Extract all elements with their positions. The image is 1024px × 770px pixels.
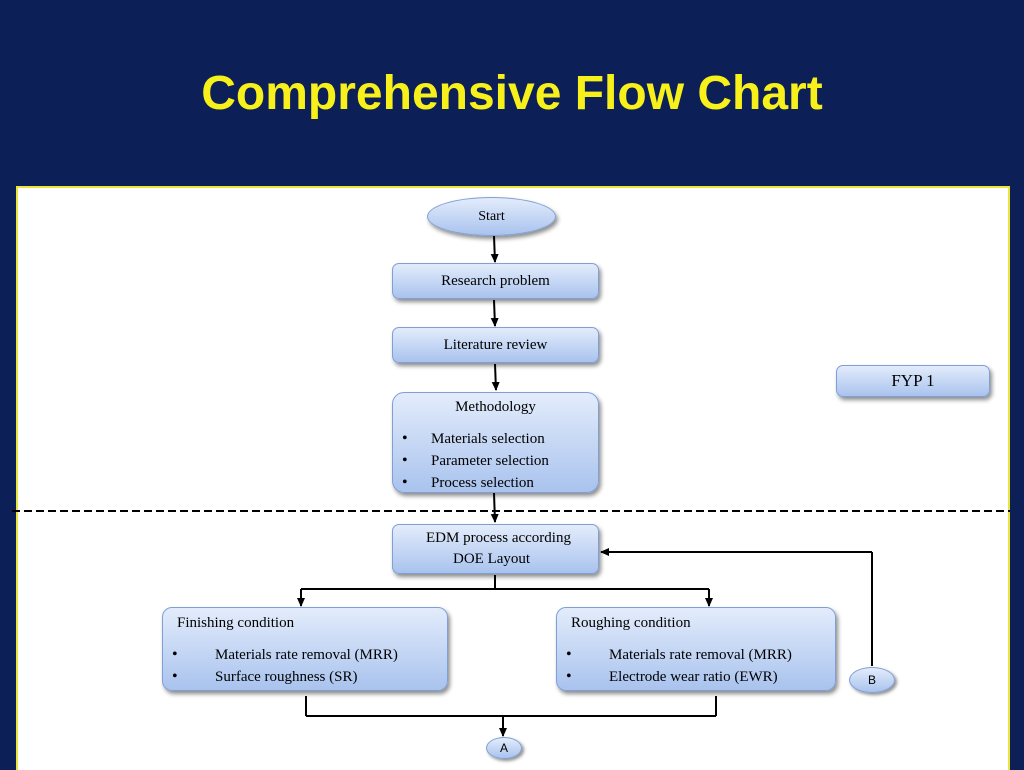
list-item: Process selection — [393, 472, 598, 494]
methodology-list: Materials selection Parameter selection … — [393, 428, 598, 494]
list-item: Materials rate removal (MRR) — [163, 644, 447, 666]
list-item: Materials rate removal (MRR) — [557, 644, 835, 666]
finishing-heading: Finishing condition — [177, 615, 295, 631]
connector-a: A — [486, 737, 522, 759]
fyp-1-label: FYP 1 — [891, 371, 935, 390]
list-item: Surface roughness (SR) — [163, 666, 447, 688]
roughing-heading: Roughing condition — [571, 615, 691, 631]
roughing-condition-node: Roughing condition Materials rate remova… — [556, 607, 836, 691]
arrow-methodology-to-edm — [490, 492, 499, 523]
methodology-heading: Methodology — [455, 399, 536, 415]
connector-b-label: B — [867, 673, 876, 687]
finishing-list: Materials rate removal (MRR) Surface rou… — [163, 644, 447, 688]
methodology-node: Methodology Materials selection Paramete… — [392, 392, 599, 494]
list-item: Electrode wear ratio (EWR) — [557, 666, 835, 688]
finishing-condition-node: Finishing condition Materials rate remov… — [162, 607, 448, 691]
edm-process-node: EDM process according DOE Layout — [392, 524, 599, 574]
list-item: Parameter selection — [393, 450, 598, 472]
arrow-literature-to-methodology — [491, 363, 500, 391]
start-label: Start — [478, 208, 505, 224]
research-problem-node: Research problem — [392, 263, 599, 299]
edm-line-1: EDM process according — [426, 530, 571, 546]
arrow-research-to-literature — [490, 299, 499, 327]
edm-line-2: DOE Layout — [453, 551, 531, 567]
literature-review-label: Literature review — [443, 336, 548, 353]
page-title: Comprehensive Flow Chart — [201, 67, 823, 120]
connector-b: B — [849, 667, 895, 693]
roughing-list: Materials rate removal (MRR) Electrode w… — [557, 644, 835, 688]
research-problem-label: Research problem — [441, 272, 550, 289]
start-node: Start — [427, 197, 556, 236]
connector-a-label: A — [499, 741, 508, 755]
fyp-1-label-box: FYP 1 — [836, 365, 990, 397]
list-item: Materials selection — [393, 428, 598, 450]
literature-review-node: Literature review — [392, 327, 599, 363]
arrow-start-to-research — [490, 235, 499, 263]
